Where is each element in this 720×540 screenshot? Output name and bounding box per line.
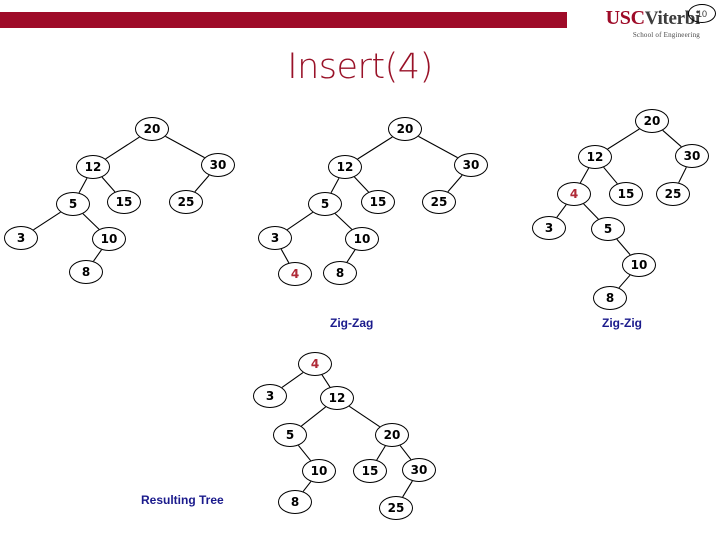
tree-edge [376,445,386,461]
tree-edge [418,135,458,159]
tree-node: 4 [298,352,332,376]
tree-node: 3 [4,226,38,250]
tree-edge [280,248,290,264]
logo-wordmark: USCViterbi [580,7,701,29]
page-title: Insert(4) [287,47,433,87]
tree-edge [101,176,116,193]
tree-node: 30 [201,153,235,177]
tree-node: 30 [675,144,709,168]
tree-node: 8 [69,260,103,284]
tree-edge [618,274,631,289]
tree-node: 5 [273,423,307,447]
tree-edge [603,166,618,185]
tree-edge [399,445,412,460]
tree-edge [105,136,140,160]
tree-node: 30 [454,153,488,177]
tree-edge [281,372,304,388]
tree-edge [321,374,331,388]
tree-node: 15 [107,190,141,214]
header-accent-bar [0,12,567,28]
tree-node: 10 [622,253,656,277]
tree-node: 5 [308,192,342,216]
tree-edge [330,177,340,194]
tree-edge [556,204,567,218]
tree-node: 20 [388,117,422,141]
caption-resulting-tree: Resulting Tree [141,493,224,507]
caption-zig-zag: Zig-Zag [330,316,374,330]
tree-node: 3 [258,226,292,250]
tree-node: 25 [379,496,413,520]
tree-node: 12 [578,145,612,169]
tree-edge [678,167,687,183]
tree-node: 10 [302,459,336,483]
tree-node: 15 [361,190,395,214]
tree-edge [357,136,393,160]
tree-node: 5 [56,192,90,216]
tree-node: 20 [635,109,669,133]
tree-node: 8 [323,261,357,285]
tree-edge [93,249,102,262]
tree-edge [346,249,356,263]
tree-node: 5 [591,217,625,241]
tree-node: 30 [402,458,436,482]
caption-zig-zig: Zig-Zig [602,316,642,330]
tree-node: 12 [76,155,110,179]
tree-edge [297,445,312,461]
tree-edge [348,405,381,428]
tree-node: 20 [135,117,169,141]
tree-node: 15 [353,459,387,483]
tree-edge [583,203,599,220]
tree-edge [194,174,210,193]
tree-node: 3 [532,216,566,240]
tree-node: 8 [593,286,627,310]
tree-node: 10 [345,227,379,251]
logo-usc-text: USC [605,7,645,29]
tree-edge [301,406,326,427]
tree-node: 12 [320,386,354,410]
usc-viterbi-logo: USCViterbi School of Engineering [580,7,701,44]
tree-edge [402,480,413,498]
tree-edge [33,211,61,231]
tree-edge [607,128,640,150]
tree-edge [78,177,88,194]
tree-node: 25 [656,182,690,206]
tree-edge [286,211,314,231]
tree-node: 4 [278,262,312,286]
tree-edge [165,135,205,159]
tree-node: 8 [278,490,312,514]
tree-node: 25 [169,190,203,214]
tree-edge [616,238,631,256]
tree-node: 10 [92,227,126,251]
tree-edge [82,213,100,230]
tree-edge [447,174,463,193]
tree-node: 20 [375,423,409,447]
tree-edge [302,481,312,492]
tree-node: 12 [328,155,362,179]
page-number-badge: 10 [688,4,716,23]
tree-node: 4 [557,182,591,206]
tree-edge [354,176,369,193]
logo-viterbi-text: Viterbi [644,8,701,29]
tree-edge [579,167,590,184]
tree-node: 15 [609,182,643,206]
logo-subtitle: School of Engineering [632,31,700,39]
tree-edge [662,129,682,148]
tree-node: 25 [422,190,456,214]
tree-edge [334,213,353,230]
tree-node: 3 [253,384,287,408]
